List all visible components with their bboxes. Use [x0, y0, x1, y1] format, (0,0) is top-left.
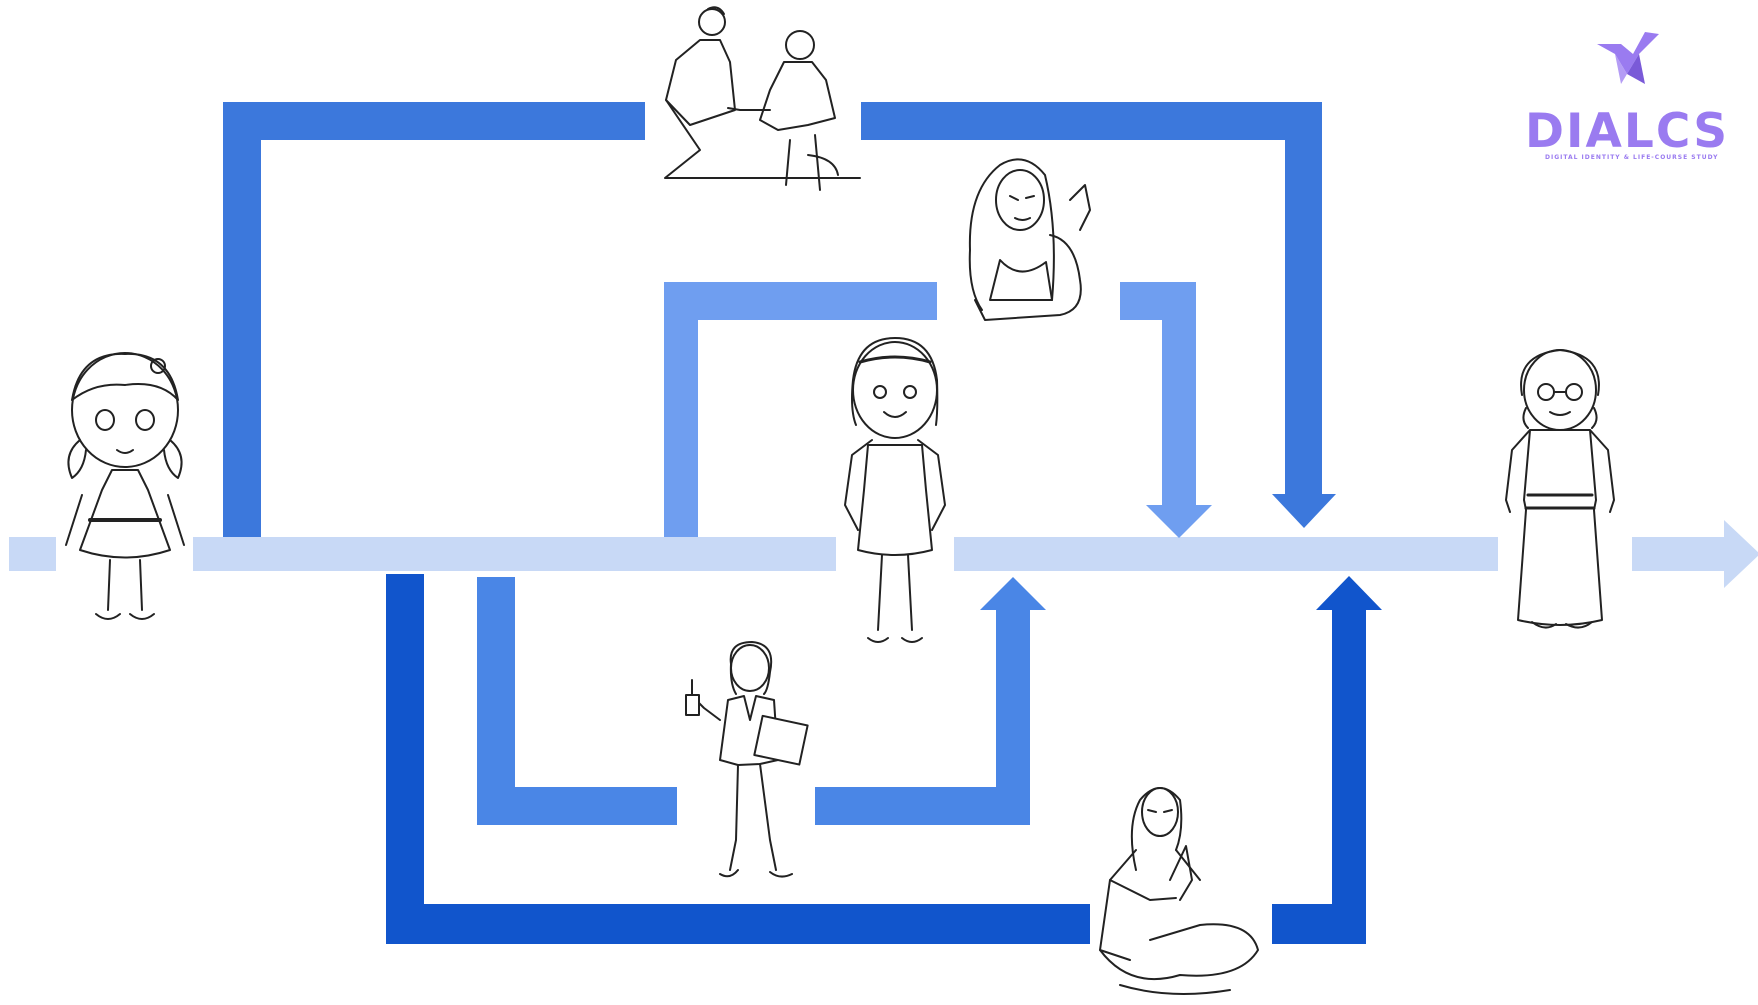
top-inner-arrowhead [1146, 505, 1212, 538]
girl-child-figure [58, 350, 193, 640]
top-outer-arrowhead [1272, 494, 1336, 528]
timeline-segment-1 [193, 537, 836, 571]
bottom-inner-arrowhead [980, 577, 1046, 610]
timeline-end-arrow [1632, 520, 1758, 588]
bottom-outer-arrowhead [1316, 576, 1382, 610]
dialcs-logo: DIALCS DIGITAL IDENTITY & LIFE-COURSE ST… [1515, 24, 1745, 174]
businesswoman-figure [680, 640, 815, 890]
elderly-woman-figure [1500, 350, 1620, 638]
logo-tagline: DIGITAL IDENTITY & LIFE-COURSE STUDY [1545, 154, 1718, 161]
timeline-segment-start [9, 537, 56, 571]
timeline-segment-2 [954, 537, 1498, 571]
logo-name: DIALCS [1525, 104, 1729, 159]
doctor-patient-figure [648, 5, 860, 205]
young-woman-figure [836, 335, 954, 650]
meditating-woman-figure [1092, 773, 1272, 1005]
woman-in-bra-figure [958, 155, 1108, 337]
bird-logo-icon [1587, 24, 1667, 104]
